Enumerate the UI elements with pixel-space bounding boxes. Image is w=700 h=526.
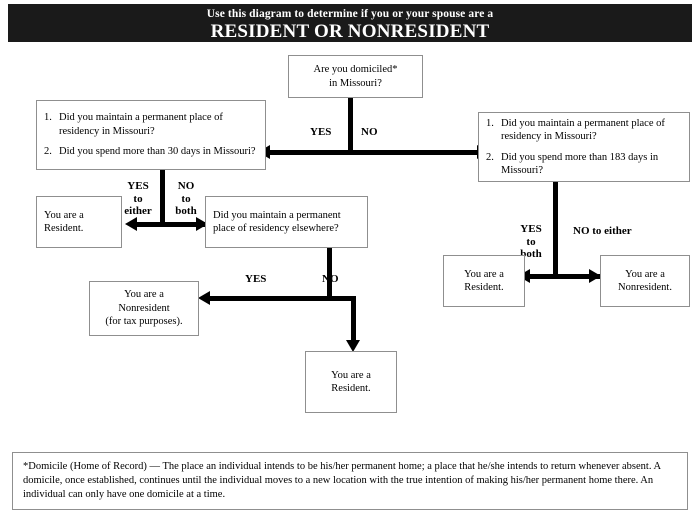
edge-label-right-yes: YES to both (511, 223, 551, 261)
right-nonresident-line2: Nonresident. (618, 282, 672, 293)
node-right-questions[interactable]: 1. Did you maintain a permanent place of… (478, 112, 690, 182)
right-nonresident-line1: You are a (625, 268, 665, 280)
connector-left-questions-stem (160, 169, 165, 226)
edge-label-right-yes-line2: to (526, 235, 536, 248)
connector-elsewhere-stem (327, 248, 332, 300)
left-resident-line1: You are a (44, 209, 84, 221)
arrowhead-to-bottom-resident (346, 340, 360, 352)
connector-right-split (528, 274, 613, 279)
edge-label-left-yes: YES to either (118, 180, 158, 218)
left-resident-line2: Resident. (44, 223, 84, 234)
node-left-questions[interactable]: 1. Did you maintain a permanent place of… (36, 100, 266, 170)
domicile-question-line2: in Missouri? (329, 77, 382, 89)
right-question-item-2: 2. Did you spend more than 183 days in M… (486, 151, 682, 178)
left-question-2-number: 2. (44, 146, 52, 158)
footnote-domicile-definition: *Domicile (Home of Record) — The place a… (12, 452, 688, 510)
arrowhead-to-right-nonresident (589, 269, 601, 283)
node-right-resident[interactable]: You are a Resident. (443, 255, 525, 307)
node-left-resident[interactable]: You are a Resident. (36, 196, 122, 248)
connector-domicile-split (268, 150, 483, 155)
right-resident-line1: You are a (464, 268, 504, 280)
connector-elsewhere-no-horizontal (327, 296, 356, 301)
bottom-resident-line2: Resident. (331, 383, 371, 394)
edge-label-mid-yes: YES (245, 273, 267, 285)
left-question-2-text: Did you spend more than 30 days in Misso… (59, 146, 256, 158)
left-nonresident-line1: You are a (124, 289, 164, 301)
edge-label-left-no: NO to both (167, 180, 205, 218)
edge-label-left-yes-line3: either (124, 205, 152, 217)
arrowhead-to-left-resident (125, 217, 137, 231)
edge-label-left-yes-line1: YES (127, 180, 149, 192)
footnote-text: *Domicile (Home of Record) — The place a… (23, 461, 661, 500)
domicile-question-line1: Are you domiciled* (313, 64, 398, 75)
elsewhere-question-line2: place of residency elsewhere? (213, 223, 339, 234)
node-right-nonresident[interactable]: You are a Nonresident. (600, 255, 690, 307)
edge-label-left-yes-line2: to (133, 192, 143, 205)
node-bottom-resident[interactable]: You are a Resident. (305, 351, 397, 413)
header-subtitle: Use this diagram to determine if you or … (206, 8, 494, 20)
edge-label-left-no-line3: both (175, 205, 197, 217)
connector-elsewhere-no-vertical (351, 296, 356, 344)
edge-label-left-no-line2: to (181, 192, 191, 205)
edge-label-right-yes-line1: YES (520, 223, 542, 235)
edge-label-right-no: NO to either (573, 225, 632, 237)
connector-right-questions-stem (553, 181, 558, 277)
left-question-item-2: 2. Did you spend more than 30 days in Mi… (44, 145, 258, 159)
bottom-resident-line1: You are a (331, 369, 371, 381)
elsewhere-question-line1: Did you maintain a permanent (213, 209, 341, 221)
edge-label-right-yes-line3: both (520, 248, 542, 260)
header-banner: Use this diagram to determine if you or … (8, 4, 692, 42)
right-resident-line2: Resident. (464, 282, 504, 293)
right-question-2-number: 2. (486, 151, 494, 163)
node-elsewhere-question[interactable]: Did you maintain a permanent place of re… (205, 196, 368, 248)
connector-domicile-stem (348, 97, 353, 154)
edge-label-top-yes: YES (310, 126, 332, 138)
edge-label-left-no-line1: NO (177, 180, 195, 192)
node-left-nonresident[interactable]: You are a Nonresident (for tax purposes)… (89, 281, 199, 336)
connector-left-split (135, 222, 220, 227)
page-title: RESIDENT OR NONRESIDENT (210, 21, 490, 42)
right-question-1-text: Did you maintain a permanent place of re… (501, 117, 665, 143)
left-question-item-1: 1. Did you maintain a permanent place of… (44, 111, 258, 138)
right-question-item-1: 1. Did you maintain a permanent place of… (486, 117, 682, 144)
left-nonresident-line3: (for tax purposes). (105, 316, 183, 328)
edge-label-mid-no: NO (322, 273, 339, 285)
connector-elsewhere-yes (208, 296, 332, 301)
node-domicile-question[interactable]: Are you domiciled* in Missouri? (288, 55, 423, 98)
arrowhead-to-left-nonresident (198, 291, 210, 305)
left-nonresident-line2: Nonresident (118, 302, 170, 314)
left-question-1-number: 1. (44, 112, 52, 124)
right-question-1-number: 1. (486, 117, 494, 129)
left-question-1-text: Did you maintain a permanent place of re… (59, 112, 223, 137)
right-question-2-text: Did you spend more than 183 days in Miss… (501, 151, 659, 177)
edge-label-top-no: NO (361, 126, 378, 138)
